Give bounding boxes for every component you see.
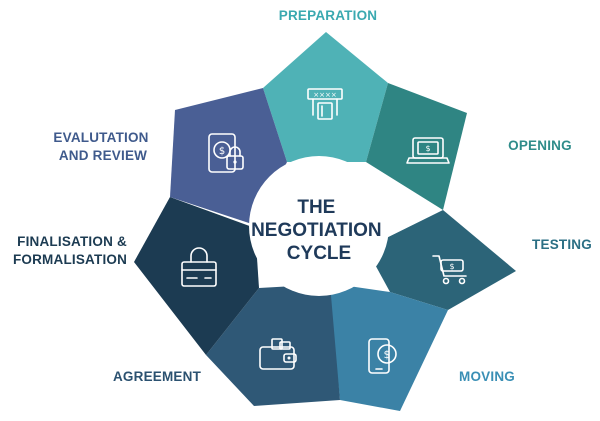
label-moving-line-1: MOVING	[459, 369, 515, 384]
title-line-3: CYCLE	[287, 243, 351, 264]
title-line-2: NEGOTIATION	[251, 220, 382, 241]
label-evaluation-line-2: AND REVIEW	[59, 148, 147, 163]
petal-opening	[366, 83, 467, 210]
label-testing-line-1: TESTING	[532, 237, 592, 252]
petal-moving	[328, 283, 448, 411]
label-evaluation-line-1: EVALUTATION	[53, 130, 148, 145]
label-finalisation-line-1: FINALISATION &	[17, 234, 127, 249]
petal-finalisation	[134, 197, 259, 355]
label-agreement: AGREEMENT	[113, 369, 202, 384]
label-opening-line-1: OPENING	[508, 138, 572, 153]
tablet-lock-icon: $	[208, 133, 244, 173]
svg-text:$: $	[384, 348, 391, 361]
label-finalisation-line-2: FORMALISATION	[13, 252, 127, 267]
center-title: THE NEGOTIATION CYCLE	[251, 197, 387, 264]
label-preparation: PREPARATION	[279, 8, 377, 23]
label-finalisation: FINALISATION & FORMALISATION	[13, 234, 131, 267]
svg-text:$: $	[449, 262, 454, 271]
title-line-1: THE	[297, 197, 335, 218]
padlock-card-icon	[181, 247, 217, 287]
label-evaluation: EVALUTATION AND REVIEW	[53, 130, 152, 163]
petal-preparation	[263, 32, 388, 162]
label-moving: MOVING	[459, 369, 515, 384]
wallet-icon	[259, 338, 297, 370]
label-preparation-line-1: PREPARATION	[279, 8, 377, 23]
svg-text:$: $	[425, 144, 430, 153]
label-testing: TESTING	[532, 237, 592, 252]
mobile-payment-icon: $	[368, 338, 397, 374]
laptop-money-icon: $	[406, 137, 450, 164]
center-circle	[249, 156, 389, 296]
label-opening: OPENING	[508, 138, 572, 153]
svg-text:$: $	[219, 146, 225, 157]
shopping-cart-icon: $	[432, 255, 467, 285]
petals	[134, 32, 516, 411]
label-agreement-line-1: AGREEMENT	[113, 369, 202, 384]
svg-text:××××: ××××	[313, 91, 336, 99]
atm-card-icon: ××××	[307, 88, 343, 120]
petal-agreement	[206, 284, 340, 406]
